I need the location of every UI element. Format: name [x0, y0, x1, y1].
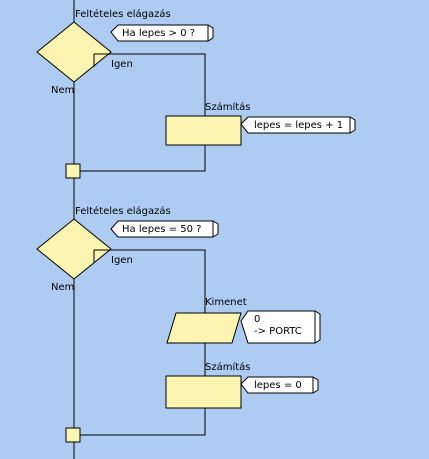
process-block-2[interactable] — [165, 375, 242, 409]
decision-title-1: Feltételes elágazás — [75, 9, 171, 20]
merge-node-1[interactable] — [65, 163, 81, 179]
merge-node-2[interactable] — [65, 427, 81, 443]
process-title-1: Számítás — [205, 102, 251, 113]
output-block[interactable] — [166, 312, 242, 344]
yes-label-1: Igen — [111, 59, 133, 70]
decision-diamond-1[interactable] — [36, 21, 112, 83]
comment-note-1[interactable] — [240, 116, 356, 134]
comment-text-2: lepes = 0 — [254, 380, 302, 391]
process-block-1[interactable] — [165, 115, 242, 146]
yes-branch-line-2 — [93, 249, 206, 313]
yes-branch-line-1 — [93, 53, 206, 116]
output-title: Kimenet — [205, 297, 247, 308]
comment-text-1: lepes = lepes + 1 — [254, 120, 344, 131]
output-text-line-1: 0 — [254, 314, 261, 325]
condition-text-1: Ha lepes > 0 ? — [122, 28, 196, 39]
decision-title-2: Feltételes elágazás — [75, 206, 171, 217]
yes-return-line-2 — [74, 408, 206, 436]
yes-return-line-1 — [74, 145, 206, 172]
comment-note-2[interactable] — [240, 376, 319, 394]
condition-note-1[interactable] — [110, 24, 214, 42]
condition-note-2[interactable] — [110, 220, 219, 238]
output-note[interactable] — [240, 310, 321, 344]
decision-diamond-2[interactable] — [36, 218, 112, 280]
no-label-1: Nem — [51, 85, 75, 96]
yes-label-2: Igen — [111, 255, 133, 266]
condition-text-2: Ha lepes = 50 ? — [122, 224, 202, 235]
process-title-2: Számítás — [205, 362, 251, 373]
output-text-line-2: -> PORTC — [254, 326, 302, 337]
no-label-2: Nem — [51, 282, 75, 293]
